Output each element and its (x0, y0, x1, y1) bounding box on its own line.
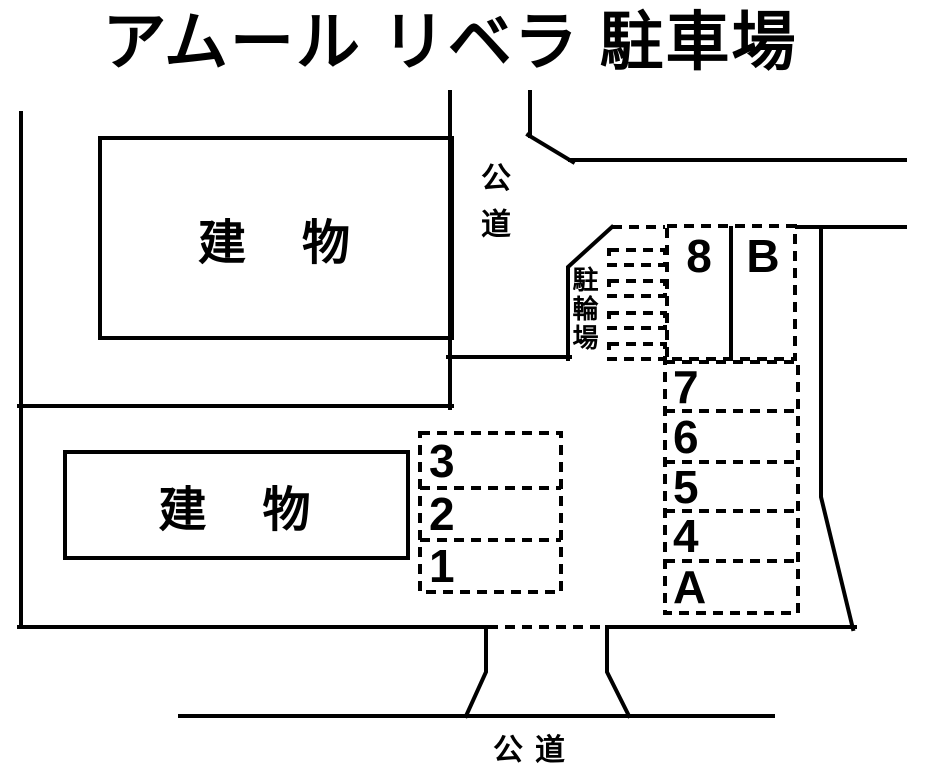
building-2-label: 建 物 (158, 484, 315, 537)
building-1-outline (98, 136, 454, 340)
parking-space-2: 2 (429, 488, 455, 540)
parking-space-3: 3 (429, 434, 455, 487)
east-boundary-line (819, 225, 856, 632)
parking-space-6: 6 (673, 410, 699, 463)
top-road-label: 公道 (476, 162, 509, 254)
driveway-west-line (463, 625, 488, 719)
bike-area-boundary-line (566, 224, 615, 361)
building-2-outline (63, 450, 410, 560)
parking-space-4: 4 (673, 510, 699, 562)
driveway-east-line (605, 625, 632, 719)
parking-space-1: 1 (429, 540, 455, 592)
stall-column-east-outline (663, 360, 800, 615)
bicycle-slots (607, 248, 667, 361)
parking-space-B: B (746, 230, 780, 282)
parking-space-7: 7 (673, 360, 699, 413)
building-outlines (63, 136, 454, 560)
bicycle-parking-label: 駐輪場 (569, 266, 599, 353)
parking-space-A: A (673, 561, 707, 613)
parking-space-5: 5 (673, 460, 699, 513)
road-bend-line (525, 132, 576, 165)
page-title: アムール リベラ 駐車場 (102, 6, 798, 78)
stall-block-8B-outline (665, 224, 797, 361)
building-1-label: 建 物 (197, 217, 354, 270)
parking-stall-outlines (418, 224, 800, 629)
parking-space-8: 8 (686, 230, 712, 282)
stall-column-center-outline (418, 431, 563, 594)
bottom-road-label: 公道 (493, 734, 577, 767)
